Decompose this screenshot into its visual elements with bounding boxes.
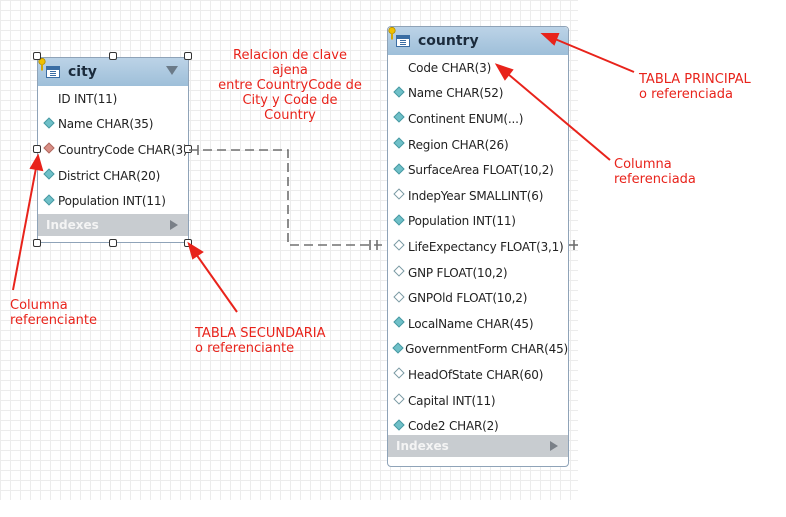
column-row[interactable]: LocalName CHAR(45) [388,311,568,337]
column-row[interactable]: ID INT(11) [38,58,188,112]
column-label: SurfaceArea FLOAT(10,2) [408,163,554,178]
column-row[interactable]: Region CHAR(26) [388,132,568,158]
country-table-header[interactable]: country [388,27,568,55]
column-row[interactable]: GNPOld FLOAT(10,2) [388,285,568,311]
column-label: Continent ENUM(...) [408,111,524,126]
column-row[interactable]: Code CHAR(3) [388,27,568,81]
column-label: Capital INT(11) [408,393,496,408]
city-table-header[interactable]: city [38,58,188,86]
indexes-label: Indexes [396,439,449,453]
column-row[interactable]: District CHAR(20) [38,163,188,189]
city-table[interactable]: city ID INT(11) Name CHAR(35) CountryCode … [37,57,189,243]
resize-handle-bottom-left[interactable] [33,239,41,247]
column-label: HeadOfState CHAR(60) [408,367,544,382]
column-row[interactable]: Code2 CHAR(2) [388,413,568,439]
column-label: GovernmentForm CHAR(45) [405,342,568,357]
table-icon [396,35,410,47]
main-table-note: TABLA PRINCIPAL o referenciada [639,72,751,102]
column-label: Code2 CHAR(2) [408,419,499,434]
referenced-column-note: Columna referenciada [614,157,696,187]
column-row[interactable]: LifeExpectancy FLOAT(3,1) [388,234,568,260]
column-label: Population INT(11) [408,214,516,229]
column-row[interactable]: HeadOfState CHAR(60) [388,362,568,388]
column-label: GNP FLOAT(10,2) [408,265,508,280]
column-label: LifeExpectancy FLOAT(3,1) [408,239,564,254]
fk-relationship-note: Relacion de clave ajena entre CountryCod… [218,48,362,123]
country-indexes-section[interactable]: Indexes [388,435,568,457]
resize-handle-middle-right[interactable] [184,145,192,153]
column-row[interactable]: Population INT(11) [388,209,568,235]
table-icon [46,66,60,78]
column-row[interactable]: Capital INT(11) [388,388,568,414]
resize-handle-top-left[interactable] [33,52,41,60]
column-label: CountryCode CHAR(3) [58,142,188,157]
annotation-arrows [12,33,635,313]
column-row[interactable]: SurfaceArea FLOAT(10,2) [388,157,568,183]
column-label: LocalName CHAR(45) [408,316,534,331]
resize-handle-top-right[interactable] [184,52,192,60]
expand-arrow-icon[interactable] [550,441,558,451]
column-row[interactable]: Population INT(11) [38,188,188,214]
relationship-connector [189,145,578,250]
country-columns: Code CHAR(3) Name CHAR(52) Continent ENUM(… [388,27,568,439]
column-label: Name CHAR(52) [408,86,504,101]
column-label: Population INT(11) [58,194,166,209]
column-row[interactable]: GovernmentForm CHAR(45) [388,337,568,363]
column-label: Region CHAR(26) [408,137,509,152]
column-row[interactable]: GNP FLOAT(10,2) [388,260,568,286]
column-label: ID INT(11) [58,91,118,106]
secondary-table-note: TABLA SECUNDARIA o referenciante [195,326,326,356]
resize-handle-middle-left[interactable] [33,145,41,153]
city-columns: ID INT(11) Name CHAR(35) CountryCode CHAR(… [38,58,188,214]
referencing-column-note: Columna referenciante [10,298,97,328]
column-label: District CHAR(20) [58,168,161,183]
column-row[interactable]: Name CHAR(35) [38,112,188,138]
indexes-label: Indexes [46,218,99,232]
column-row[interactable]: IndepYear SMALLINT(6) [388,183,568,209]
column-label: Name CHAR(35) [58,117,154,132]
column-label: GNPOld FLOAT(10,2) [408,291,528,306]
city-indexes-section[interactable]: Indexes [38,214,188,236]
expand-arrow-icon[interactable] [170,220,178,230]
column-label: Code CHAR(3) [408,60,492,75]
country-table-title: country [418,33,479,49]
city-table-title: city [68,64,97,80]
column-row[interactable]: CountryCode CHAR(3) [38,137,188,163]
column-label: IndepYear SMALLINT(6) [408,188,544,203]
column-row[interactable]: Name CHAR(52) [388,81,568,107]
resize-handle-top-middle[interactable] [109,52,117,60]
collapse-arrow-icon[interactable] [166,66,178,75]
resize-handle-bottom-middle[interactable] [109,239,117,247]
column-row[interactable]: Continent ENUM(...) [388,106,568,132]
